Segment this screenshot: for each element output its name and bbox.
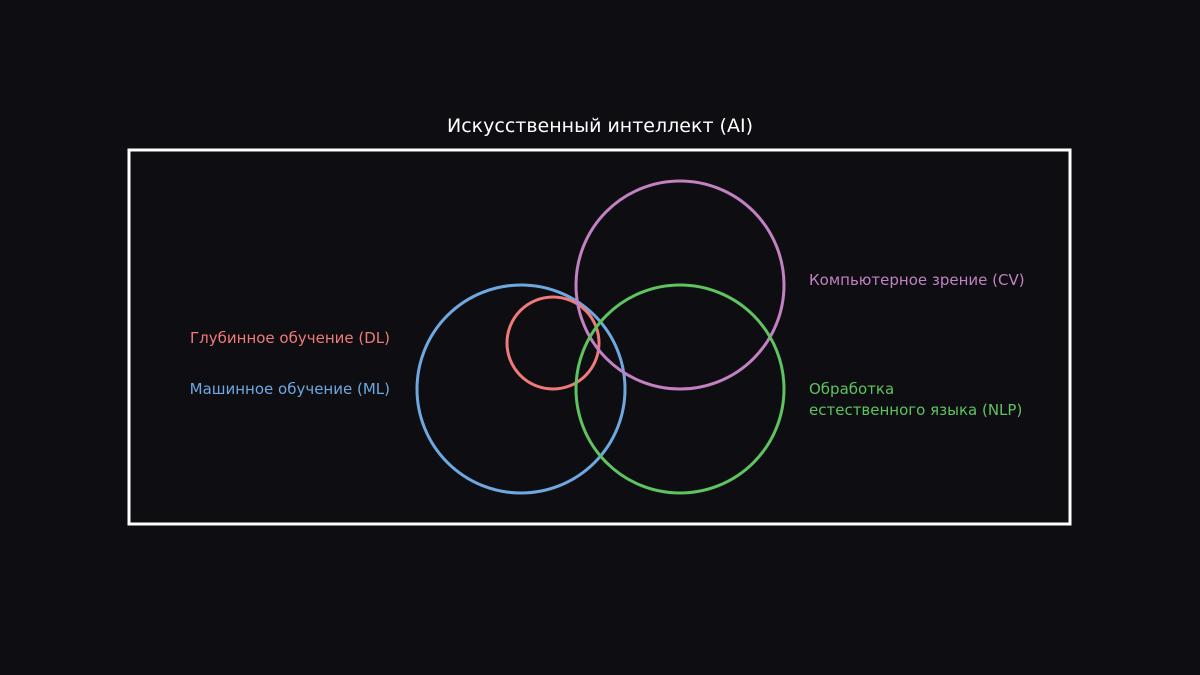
diagram-title: Искусственный интеллект (AI)	[447, 115, 753, 137]
dl-circle	[505, 295, 601, 391]
nlp-label-line-2: естественного языка (NLP)	[809, 401, 1022, 419]
ml-label: Машинное обучение (ML)	[190, 380, 390, 398]
cv-circle	[574, 179, 786, 391]
nlp-label-line-1: Обработка	[809, 380, 894, 398]
dl-label: Глубинное обучение (DL)	[190, 329, 390, 347]
cv-label: Компьютерное зрение (CV)	[809, 271, 1025, 289]
nlp-label: Обработка естественного языка (NLP)	[809, 380, 1022, 419]
nlp-circle	[574, 283, 786, 495]
ai-frame	[127, 148, 1072, 526]
ml-circle	[415, 283, 627, 495]
